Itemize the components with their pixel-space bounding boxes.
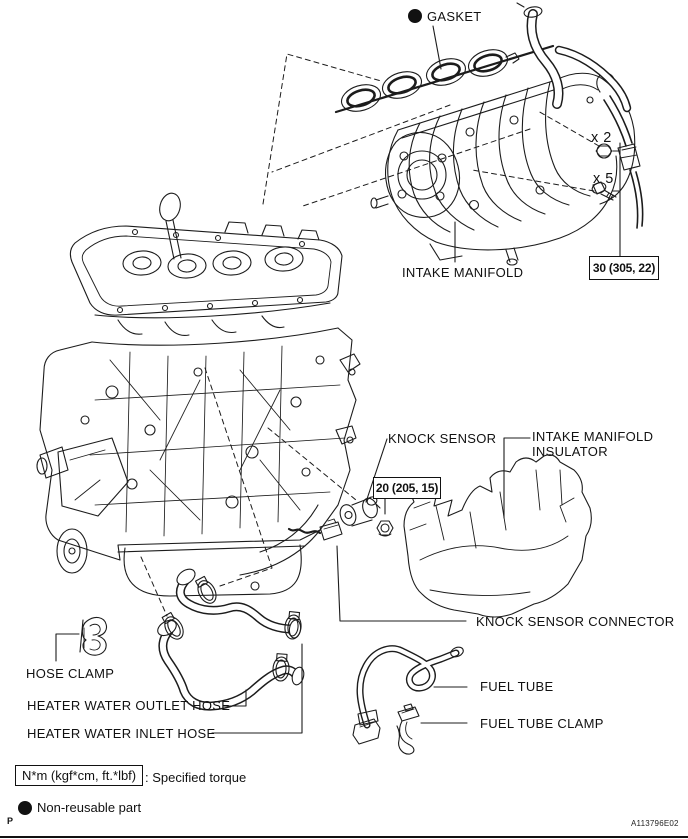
knock-sensor-label: KNOCK SENSOR [388,431,497,446]
manifold-bolts-drawing [591,143,617,201]
gasket-label: GASKET [427,9,482,24]
non-reusable-icon [18,801,32,815]
torque-units-box: N*m (kgf*cm, ft.*lbf) [15,765,144,786]
intake-manifold-torque-spec: 30 (305, 22) [589,256,659,280]
specified-torque-caption: : Specified torque [145,770,247,785]
insulator-label-line2: INSULATOR [532,443,608,459]
insulator-label-line1: INTAKE MANIFOLD [532,429,654,444]
gasket-non-reusable-icon [408,9,422,23]
intake-manifold-label: INTAKE MANIFOLD [402,265,524,280]
knock-sensor-connector-drawing [287,518,343,541]
intake-manifold-insulator-label: INTAKE MANIFOLD INSULATOR [532,429,654,459]
non-reusable-caption: Non-reusable part [37,800,142,815]
figure-code: A113796E02 [631,819,679,828]
knock-sensor-nut-drawing [376,520,394,537]
page-marker: P [7,816,14,826]
heater-hoses-drawing [157,568,305,711]
bolt-count-x5: x 5 [593,171,614,187]
fuel-tube-drawing [352,645,464,745]
fuel-tube-label: FUEL TUBE [480,679,554,694]
intake-manifold-drawing [370,2,644,266]
heater-water-inlet-hose-label: HEATER WATER INLET HOSE [27,726,216,741]
fuel-tube-clamp-drawing [396,703,420,755]
knock-sensor-connector-label: KNOCK SENSOR CONNECTOR [476,614,675,629]
engine-assembly-drawing [36,192,361,597]
knock-sensor-drawing [339,496,381,527]
hose-clamp-label: HOSE CLAMP [26,666,115,681]
gasket-drawing [334,44,555,114]
page-bottom-rule [0,836,688,838]
knock-sensor-torque-spec: 20 (205, 15) [373,477,441,499]
assembly-dashed-lines [140,53,600,617]
hose-clamp-drawing [79,616,108,656]
fuel-tube-clamp-label: FUEL TUBE CLAMP [480,716,604,731]
heater-water-outlet-hose-label: HEATER WATER OUTLET HOSE [27,698,231,713]
bolt-count-x2: x 2 [591,130,612,146]
leader-lines [55,25,621,734]
